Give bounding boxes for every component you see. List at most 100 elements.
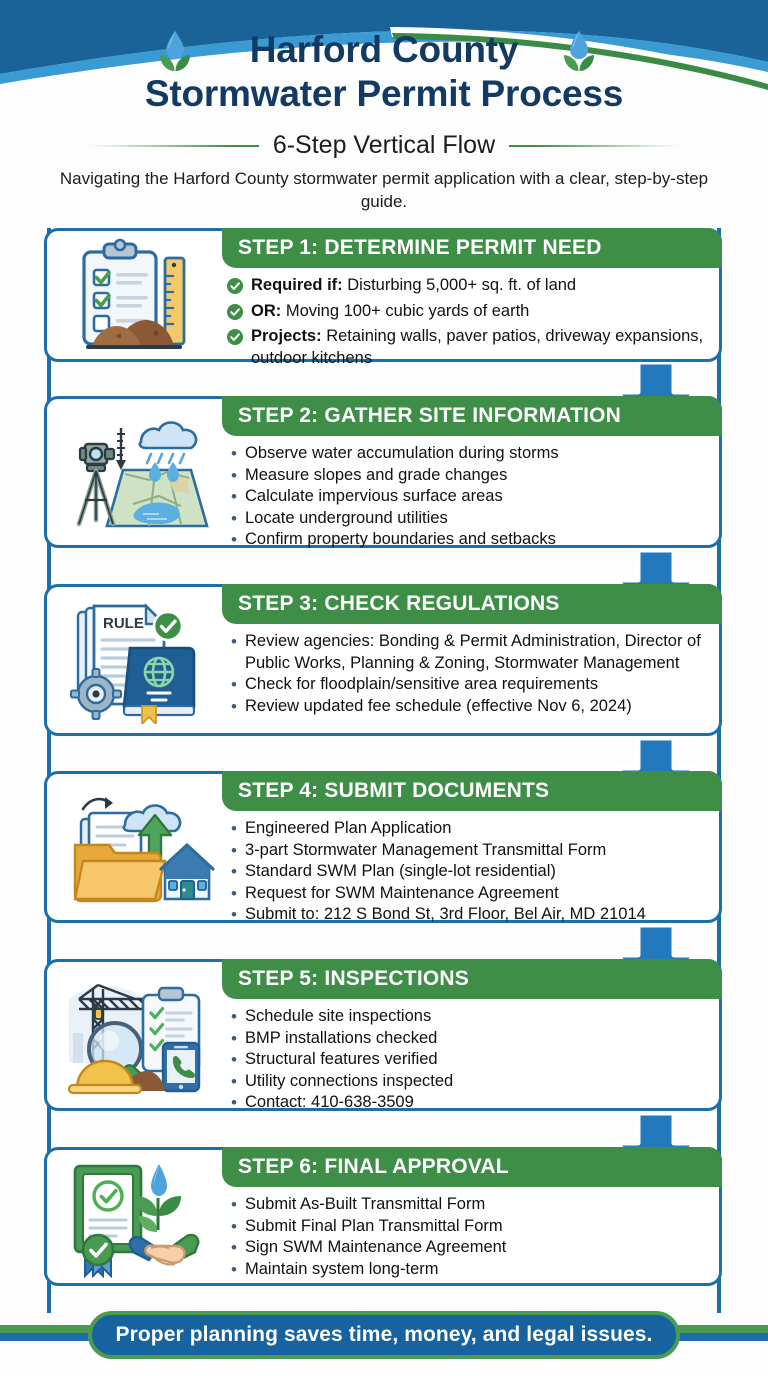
water-droplet-leaf-icon <box>160 31 190 71</box>
bullet-body: 3-part Stormwater Management Transmittal… <box>245 840 607 859</box>
bullet-dot-icon: • <box>231 883 237 903</box>
bullet-body: Request for SWM Maintenance Agreement <box>245 883 559 902</box>
step-6-body: • Submit As-Built Transmittal Form •Submi… <box>227 1194 711 1279</box>
step-1-header: STEP 1: DETERMINE PERMIT NEED <box>222 228 722 268</box>
step-card-4[interactable]: STEP 4: SUBMIT DOCUMENTS • Engineered Pla… <box>44 771 722 924</box>
bullet-body: Moving 100+ cubic yards of earth <box>281 301 530 320</box>
list-item: •Measure slopes and grade changes <box>227 465 711 487</box>
list-item: • Confirm property boundaries and setback… <box>227 529 711 551</box>
bullet-body: Contact: 410-638-3509 <box>245 1093 414 1111</box>
list-item: •Review agencies: Bonding & Permit Admin… <box>227 631 711 674</box>
page-subtitle: 6-Step Vertical Flow <box>272 131 496 159</box>
title-block: Harford County Stormwater Permit Process <box>0 28 768 116</box>
bullet-body: Locate underground utilities <box>245 508 448 527</box>
list-item: •Structural features verified <box>227 1049 711 1071</box>
bullet-body: Observe water accumulation during storms <box>245 444 559 462</box>
bullet-body: Engineered Plan Application <box>245 819 452 837</box>
bullet-body: Disturbing 5,000+ sq. ft. of land <box>342 276 577 294</box>
list-item: • Engineered Plan Application <box>227 818 711 840</box>
list-item: •Utility connections inspected <box>227 1071 711 1093</box>
step-1-body: Required if: Disturbing 5,000+ sq. ft. o… <box>227 275 711 367</box>
bullet-dot-icon: • <box>231 530 237 549</box>
bullet-body: Sign SWM Maintenance Agreement <box>245 1238 507 1256</box>
water-droplet-leaf-icon <box>564 31 594 71</box>
bullet-dot-icon: • <box>231 819 237 838</box>
subtitle-row: 6-Step Vertical Flow <box>0 131 768 160</box>
page-title-line-1: Harford County <box>249 29 519 70</box>
list-item: OR: Moving 100+ cubic yards of earth <box>227 301 711 327</box>
certificate-handshake-leaf-icon <box>55 1156 223 1278</box>
bullet-body: Confirm property boundaries and setbacks <box>245 530 556 548</box>
step-card-2[interactable]: STEP 2: GATHER SITE INFORMATION • Observe… <box>44 396 722 551</box>
step-card-1[interactable]: STEP 1: DETERMINE PERMIT NEED Required i… <box>44 228 722 367</box>
surveying-tripod-rain-cloud-map-icon <box>55 405 223 539</box>
check-circle-icon <box>227 301 247 327</box>
list-item: • Maintain system long-term <box>227 1259 711 1281</box>
list-item: • Contact: 410-638-3509 <box>227 1092 711 1114</box>
step-3-body: •Review agencies: Bonding & Permit Admin… <box>227 631 711 729</box>
title-line-1-wrap: Harford County <box>0 28 768 72</box>
step-5-header: STEP 5: INSPECTIONS <box>222 959 722 999</box>
list-item: Projects: Retaining walls, paver patios,… <box>227 326 711 369</box>
step-6-header: STEP 6: FINAL APPROVAL <box>222 1147 722 1187</box>
bullet-dot-icon: • <box>231 1195 237 1214</box>
bullet-body: Review updated fee schedule (effective N… <box>245 696 632 715</box>
list-item: •Calculate impervious surface areas <box>227 486 711 508</box>
list-item: • Review updated fee schedule (effective … <box>227 696 711 718</box>
step-4-header: STEP 4: SUBMIT DOCUMENTS <box>222 771 722 811</box>
list-item: Required if: Disturbing 5,000+ sq. ft. o… <box>227 275 711 301</box>
bullet-dot-icon: • <box>231 840 237 860</box>
step-5-title: STEP 5: INSPECTIONS <box>238 967 469 990</box>
bullet-dot-icon: • <box>231 508 237 528</box>
bullet-dot-icon: • <box>231 1050 237 1069</box>
bullet-dot-icon: • <box>231 444 237 463</box>
step-card-3[interactable]: RULE <box>44 584 722 736</box>
check-circle-icon <box>227 275 247 301</box>
subtitle-rule-left <box>88 144 259 147</box>
footer-banner: Proper planning saves time, money, and l… <box>88 1311 680 1359</box>
rule-document-book-gear-icon: RULE <box>55 593 223 727</box>
crane-magnifier-clipboard-phone-icon <box>55 968 223 1102</box>
check-circle-icon <box>227 326 247 352</box>
bullet-dot-icon: • <box>231 1071 237 1091</box>
clipboard-checklist-ruler-soil-icon <box>55 237 223 353</box>
bullet-dot-icon: • <box>231 696 237 716</box>
bullet-body: Maintain system long-term <box>245 1259 439 1278</box>
list-item: •Submit Final Plan Transmittal Form <box>227 1216 711 1238</box>
step-3-header: STEP 3: CHECK REGULATIONS <box>222 584 722 624</box>
bullet-dot-icon: • <box>231 905 237 924</box>
footer-message: Proper planning saves time, money, and l… <box>115 1323 653 1346</box>
step-4-body: • Engineered Plan Application • 3-part Sto… <box>227 818 711 924</box>
step-6-title: STEP 6: FINAL APPROVAL <box>238 1155 509 1178</box>
step-1-title: STEP 1: DETERMINE PERMIT NEED <box>238 236 602 259</box>
bullet-body: BMP installations checked <box>245 1028 438 1047</box>
list-item: •Check for floodplain/sensitive area req… <box>227 674 711 696</box>
list-item: • Observe water accumulation during storm… <box>227 443 711 465</box>
bullet-dot-icon: • <box>231 632 237 651</box>
step-2-header: STEP 2: GATHER SITE INFORMATION <box>222 396 722 436</box>
bullet-dot-icon: • <box>231 1238 237 1257</box>
bullet-lead: Projects: <box>251 327 322 345</box>
list-item: • Locate underground utilities <box>227 508 711 530</box>
bullet-dot-icon: • <box>231 1007 237 1026</box>
page-title-line-2: Stormwater Permit Process <box>144 73 624 114</box>
bullet-dot-icon: • <box>231 1028 237 1048</box>
bullet-body: Calculate impervious surface areas <box>245 487 503 505</box>
bullet-body: Submit As-Built Transmittal Form <box>245 1195 486 1213</box>
bullet-dot-icon: • <box>231 465 237 485</box>
bullet-dot-icon: • <box>231 675 237 694</box>
step-card-6[interactable]: STEP 6: FINAL APPROVAL • Submit As-Built … <box>44 1147 722 1286</box>
step-card-5[interactable]: STEP 5: INSPECTIONS • Schedule site inspe… <box>44 959 722 1114</box>
step-4-title: STEP 4: SUBMIT DOCUMENTS <box>238 779 550 802</box>
step-3-title: STEP 3: CHECK REGULATIONS <box>238 592 560 615</box>
svg-text:RULE: RULE <box>103 615 144 632</box>
list-item: • BMP installations checked <box>227 1028 711 1050</box>
right-rail-decoration <box>717 228 721 1313</box>
bullet-body: Schedule site inspections <box>245 1007 432 1025</box>
bullet-dot-icon: • <box>231 1259 237 1279</box>
list-item: •Standard SWM Plan (single-lot residenti… <box>227 861 711 883</box>
bullet-dot-icon: • <box>231 1093 237 1112</box>
title-line-2-wrap: Stormwater Permit Process <box>0 72 768 116</box>
step-2-title: STEP 2: GATHER SITE INFORMATION <box>238 404 622 427</box>
